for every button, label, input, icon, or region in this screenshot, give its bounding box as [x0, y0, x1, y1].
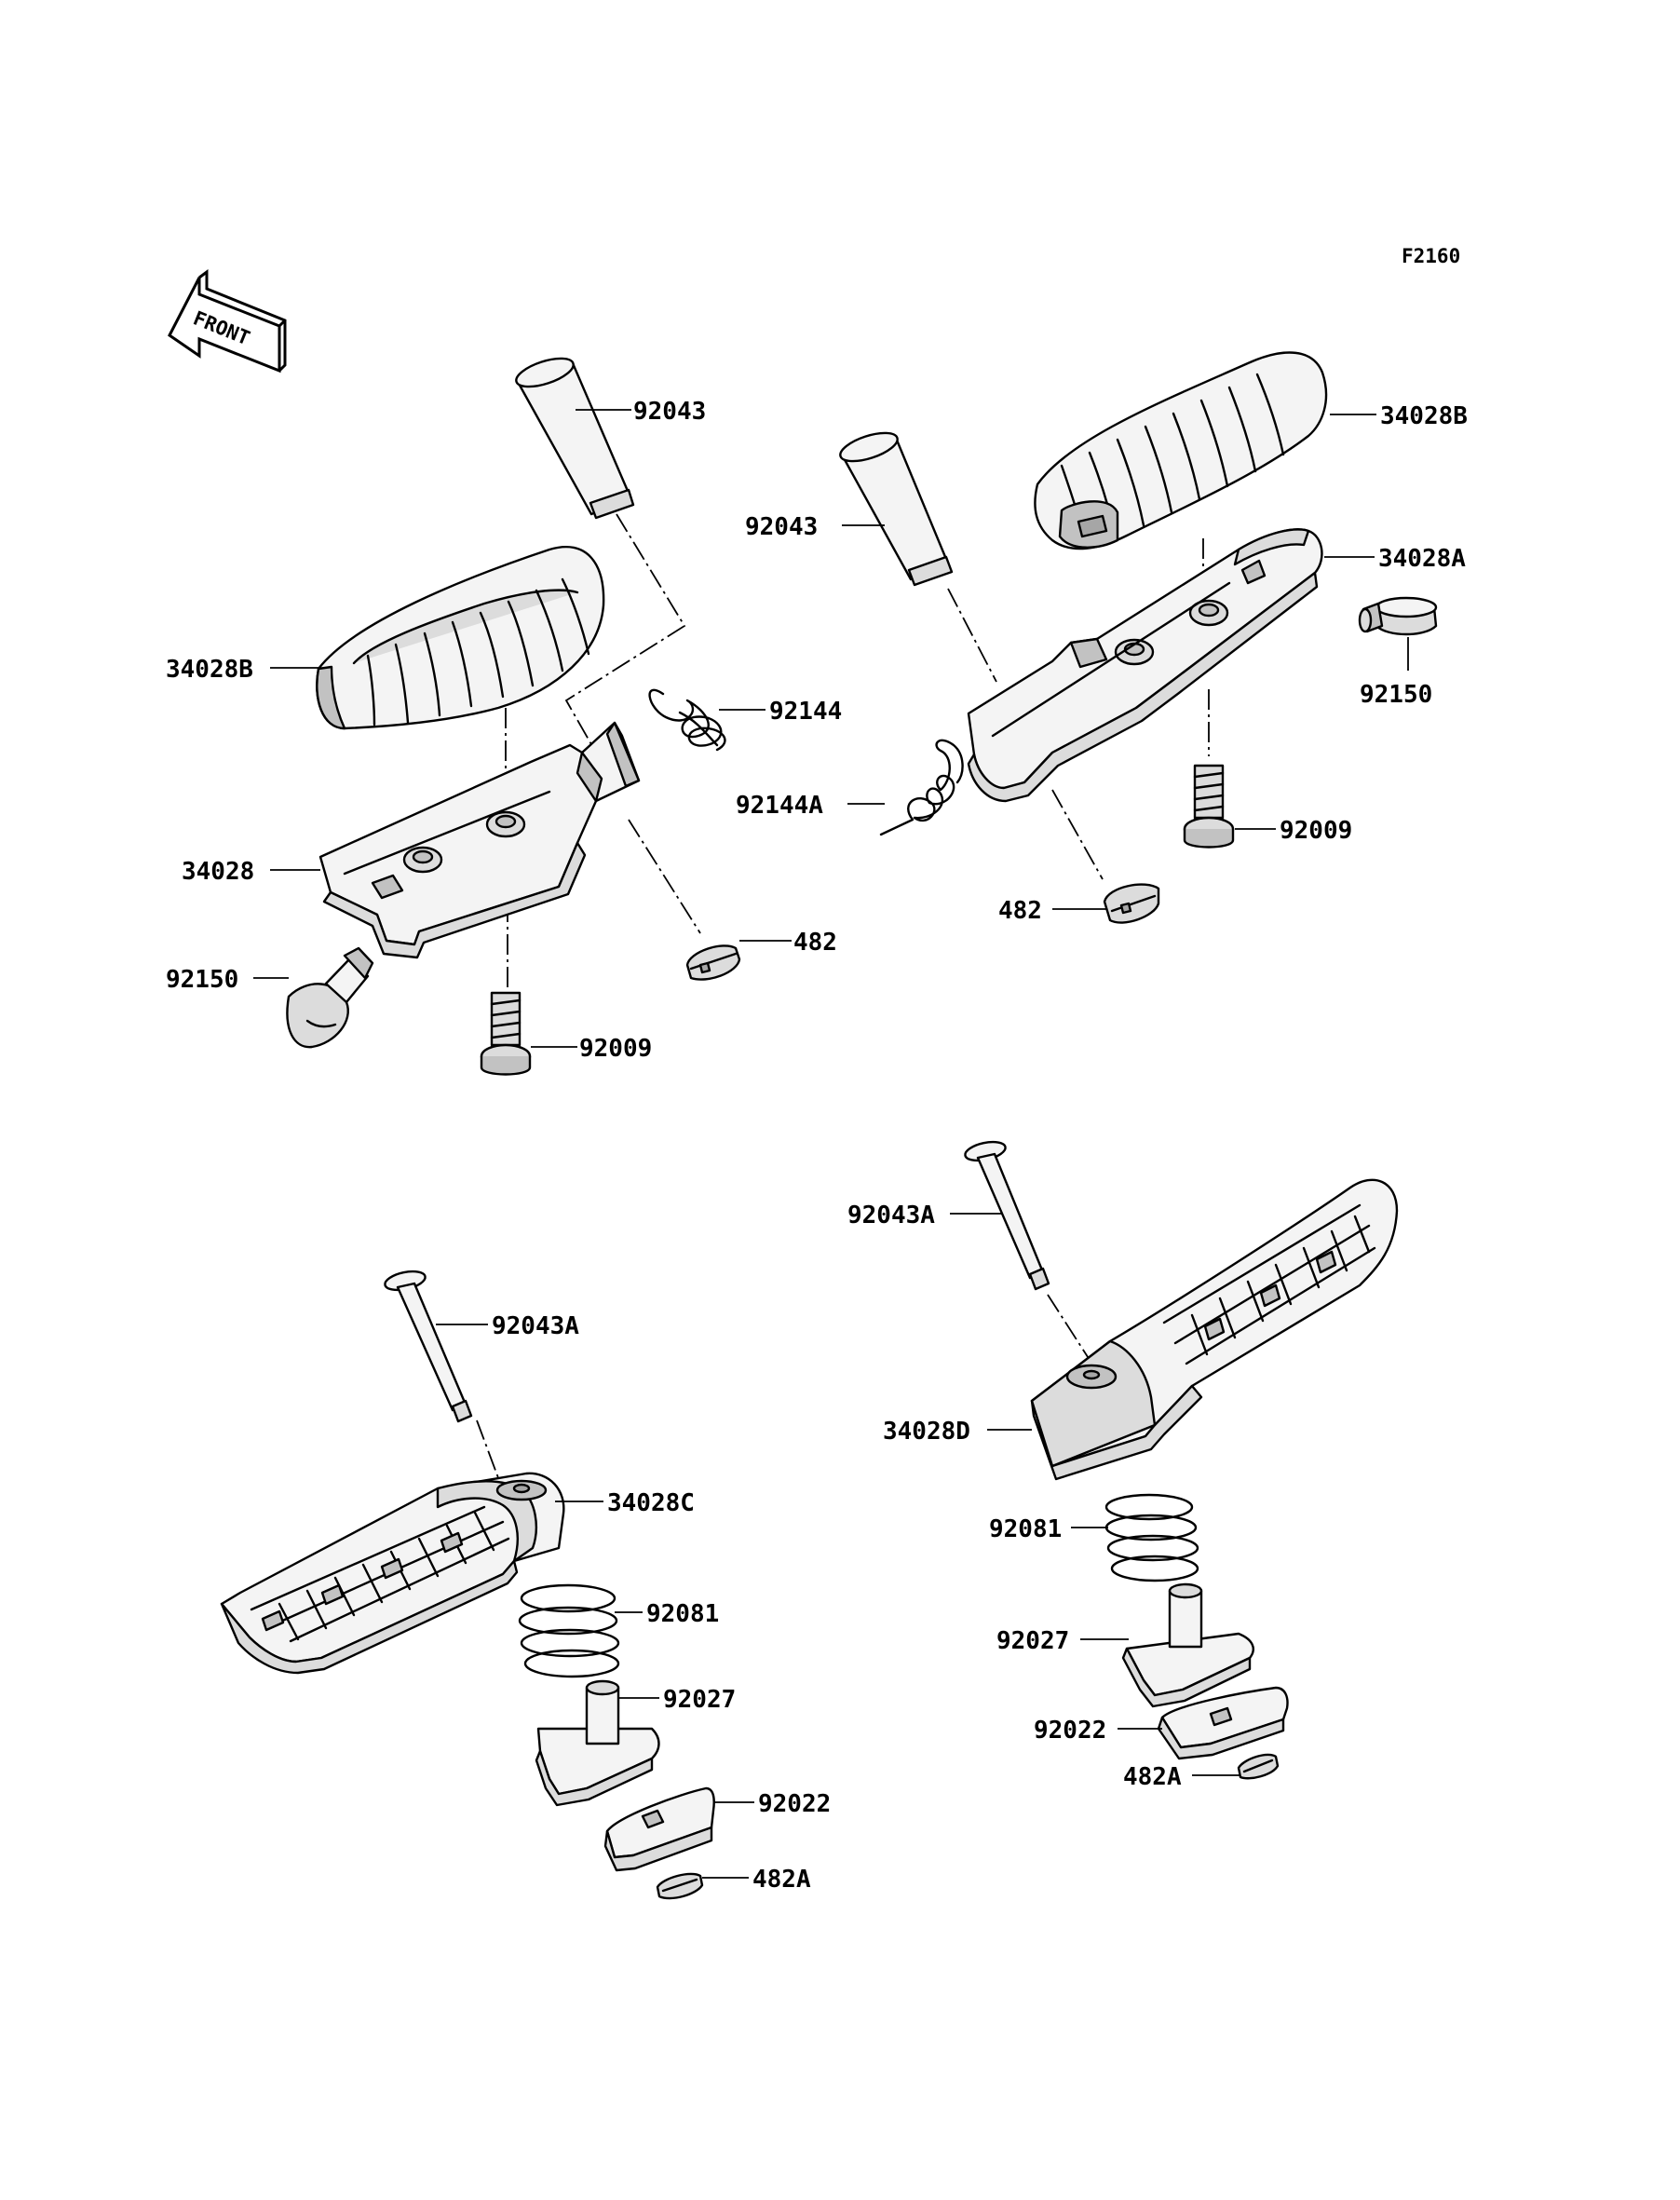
spring-92081-bottom-right [1104, 1493, 1199, 1582]
bumper-92150-top-left [286, 946, 374, 1049]
leaders-top-right [842, 414, 1409, 910]
label-34028C-bottom-left: 34028C [607, 1489, 695, 1517]
part-labels: 92043 34028B 34028 92144 482 92150 92009… [166, 398, 1468, 1894]
label-92027-bottom-left: 92027 [663, 1686, 736, 1714]
label-34028B-top-left: 34028B [166, 656, 253, 684]
label-482-top-right: 482 [998, 897, 1042, 925]
label-482A-bottom-right: 482A [1123, 1763, 1182, 1791]
label-34028D-bottom-right: 34028D [883, 1418, 970, 1446]
pin-92043-top-left [515, 357, 635, 520]
label-92144A-top-right: 92144A [736, 792, 823, 820]
footpeg-rubber-34028B-top-left [316, 545, 605, 730]
label-92027-bottom-right: 92027 [996, 1627, 1069, 1655]
label-92081-bottom-left: 92081 [646, 1600, 719, 1628]
label-92150-top-right: 92150 [1360, 681, 1432, 709]
pin-92043-top-right [839, 431, 954, 587]
plate-92022-bottom-left [603, 1786, 715, 1872]
label-92009-top-right: 92009 [1280, 817, 1352, 845]
holder-92027-bottom-right [1121, 1582, 1254, 1708]
label-92081-bottom-right: 92081 [989, 1515, 1062, 1543]
front-arrow-icon: FRONT [168, 269, 287, 373]
plate-92022-bottom-right [1157, 1686, 1289, 1760]
label-482-top-left: 482 [793, 929, 837, 957]
nut-482-top-left [685, 944, 741, 981]
bumper-92150-top-right [1358, 596, 1438, 636]
pin-92043A-bottom-left [384, 1270, 473, 1423]
label-92022-bottom-right: 92022 [1034, 1717, 1106, 1745]
drawing-id: F2160 [1402, 245, 1460, 267]
alignment-lines-bottom-right [1047, 1294, 1091, 1361]
label-92150-top-left: 92150 [166, 966, 238, 994]
label-92043-top-right: 92043 [745, 513, 818, 541]
footpeg-34028D-bottom-right [1030, 1178, 1399, 1481]
footpeg-bracket-34028-top-left [318, 721, 641, 959]
label-92022-bottom-left: 92022 [758, 1790, 831, 1818]
label-34028B-top-right: 34028B [1380, 402, 1468, 430]
label-34028A-top-right: 34028A [1378, 545, 1466, 573]
bolt-92009-top-right [1183, 764, 1235, 849]
label-34028-top-left: 34028 [182, 858, 254, 886]
footpeg-34028C-bottom-left [220, 1472, 565, 1675]
label-482A-bottom-left: 482A [752, 1866, 811, 1894]
pin-92043A-bottom-right [964, 1140, 1050, 1291]
spring-92144-top-left [648, 688, 726, 752]
spring-92144A-top-right [879, 739, 964, 836]
spring-92081-bottom-left [518, 1583, 620, 1678]
label-92043A-bottom-right: 92043A [847, 1202, 935, 1229]
nut-482A-bottom-left [656, 1872, 704, 1900]
label-92009-top-left: 92009 [579, 1035, 652, 1063]
label-92144-top-left: 92144 [769, 698, 842, 726]
alignment-lines-bottom-left [476, 1419, 504, 1491]
holder-92027-bottom-left [535, 1679, 660, 1807]
nut-482-top-right [1103, 883, 1160, 924]
leaders-bottom-left [436, 1324, 754, 1879]
label-92043-top-left: 92043 [633, 398, 706, 426]
bolt-92009-top-left [480, 991, 532, 1076]
footpeg-bracket-34028A-top-right [967, 528, 1323, 803]
nut-482A-bottom-right [1237, 1753, 1280, 1780]
leaders-top-left [253, 409, 792, 1048]
footpeg-rubber-34028B-top-right [1034, 351, 1328, 550]
leaders-bottom-right [950, 1213, 1240, 1776]
label-92043A-bottom-left: 92043A [492, 1312, 579, 1340]
